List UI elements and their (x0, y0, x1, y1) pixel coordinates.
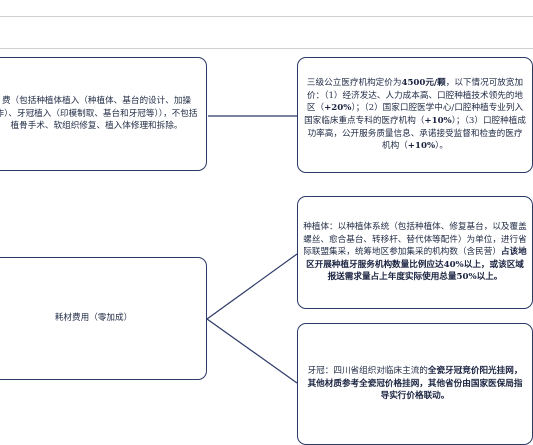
implant-system-text: 种植体：以种植体系统（包括种植体、修复基台，以及覆盖螺丝、愈合基台、转移杆、替代… (303, 222, 527, 283)
consumable-cost-label: 耗材费用（零加成） (54, 313, 133, 324)
crown-node: 牙冠：四川省组织对临床主流的全瓷牙冠竞价阳光挂网，其他材质参考全瓷冠价格挂网，其… (297, 323, 533, 445)
implant-procedure-text: 费（包括种植体植入（种植体、基台的设计、加操作）、牙冠植入（印模制取、基台和牙冠… (0, 96, 198, 132)
implant-system-node: 种植体：以种植体系统（包括种植体、修复基台，以及覆盖螺丝、愈合基台、转移杆、替代… (297, 196, 533, 309)
connector-to-implant-system (206, 253, 298, 320)
top-divider (0, 16, 533, 17)
connector-to-crown (206, 318, 298, 384)
header-divider (0, 48, 533, 49)
consumable-cost-node: 耗材费用（零加成） (0, 257, 207, 380)
crown-text: 牙冠：四川省组织对临床主流的全瓷牙冠竞价阳光挂网，其他材质参考全瓷冠价格挂网，其… (307, 366, 523, 402)
implant-procedure-node: 费（包括种植体植入（种植体、基台的设计、加操作）、牙冠植入（印模制取、基台和牙冠… (0, 57, 207, 171)
pricing-rule-node: 三级公立医疗机构定价为4500元/颗，以下情况可放宽加价：（1）经济发达、人力成… (297, 57, 533, 173)
pricing-rule-text: 三级公立医疗机构定价为4500元/颗，以下情况可放宽加价：（1）经济发达、人力成… (304, 78, 526, 152)
